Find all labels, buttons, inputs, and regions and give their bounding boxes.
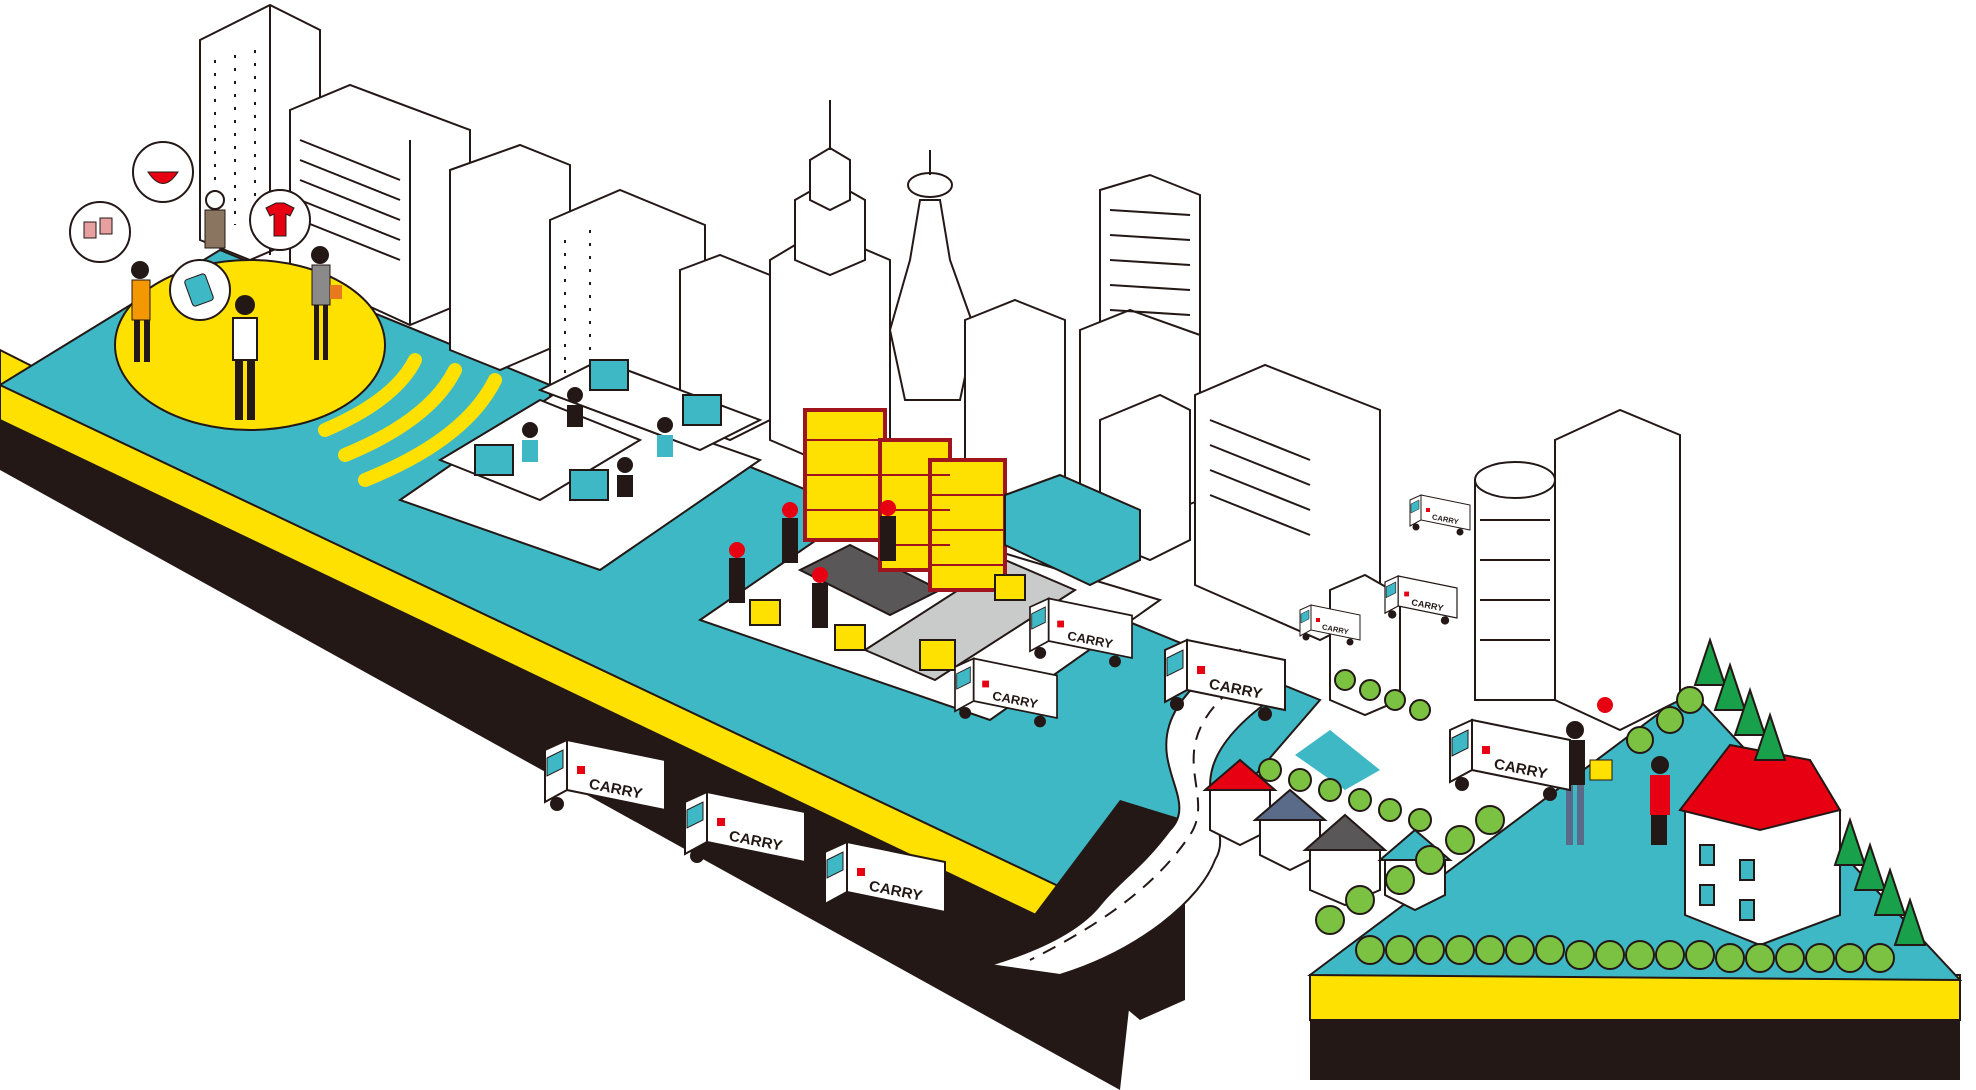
office-workers bbox=[522, 387, 673, 497]
tree-row bbox=[1258, 669, 1895, 973]
delivery-truck: CARRY bbox=[1029, 597, 1133, 668]
red-roof-house bbox=[1678, 743, 1842, 947]
truck-fleet: CARRYCARRYCARRYCARRYCARRYCARRYCARRYCARRY… bbox=[544, 494, 1571, 923]
office-zone bbox=[397, 358, 763, 572]
person-orange bbox=[131, 261, 151, 362]
person-center bbox=[232, 295, 258, 420]
shirt-icon bbox=[249, 189, 311, 251]
customer bbox=[1650, 756, 1670, 845]
delivery-truck: CARRY bbox=[1164, 638, 1286, 721]
drink-cups-icon bbox=[69, 201, 131, 263]
delivery-truck: CARRY bbox=[954, 657, 1058, 728]
warehouse-zone bbox=[697, 408, 1163, 722]
person-elder bbox=[204, 190, 226, 249]
signal-waves-icon bbox=[318, 353, 502, 487]
delivery-truck: CARRY bbox=[1299, 604, 1361, 646]
ramen-bowl-icon bbox=[132, 141, 194, 203]
delivery-truck: CARRY bbox=[1449, 718, 1571, 801]
warehouse-workers bbox=[729, 500, 896, 628]
tablet-icon bbox=[169, 259, 231, 321]
main-platform bbox=[0, 248, 1322, 1090]
delivery-truck: CARRY bbox=[1384, 575, 1458, 625]
building-windows bbox=[214, 50, 1550, 641]
delivery-truck: CARRY bbox=[684, 790, 806, 873]
cargo-box bbox=[749, 574, 1026, 671]
delivery-truck: CARRY bbox=[544, 738, 666, 821]
courier bbox=[1565, 697, 1613, 845]
pine-trees bbox=[1693, 636, 1927, 946]
delivery-truck: CARRY bbox=[824, 840, 946, 923]
delivery-truck: CARRY bbox=[1409, 494, 1471, 536]
consumers-zone bbox=[69, 141, 502, 487]
computer-monitor bbox=[474, 359, 722, 501]
delivery-zone bbox=[1295, 697, 1670, 845]
person-woman-right bbox=[311, 246, 342, 360]
residential-zone bbox=[1202, 636, 1927, 973]
